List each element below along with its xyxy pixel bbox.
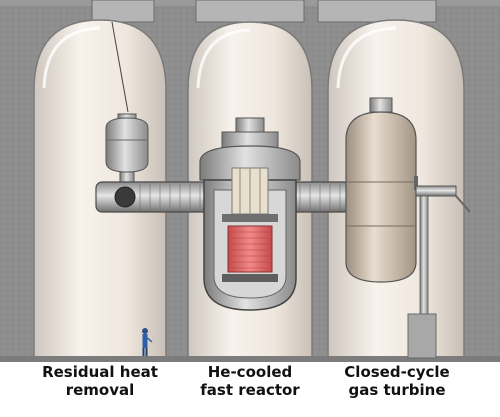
label-closed-cycle-gas-turbine: Closed-cycle gas turbine: [322, 363, 472, 399]
label-closed-cycle-gas-turbine-line2: gas turbine: [348, 381, 446, 399]
gas-turbine-vessel: [345, 97, 418, 283]
label-residual-heat-removal-line2: removal: [65, 381, 135, 399]
roof-shaft-center: [195, 0, 305, 23]
human-scale-figure: [142, 328, 153, 356]
center-dome-highlight: [196, 28, 251, 89]
residual-heat-exchanger: [105, 113, 149, 191]
label-he-cooled-fast-reactor: He-cooled fast reactor: [175, 363, 325, 399]
label-band: [0, 362, 500, 417]
turbine-support-pier: [407, 313, 437, 359]
reactor-core: [227, 225, 273, 273]
roof-shaft-right: [317, 0, 437, 23]
roof-shaft-left: [91, 0, 155, 23]
label-he-cooled-fast-reactor-line2: fast reactor: [200, 381, 300, 399]
label-residual-heat-removal-line1: Residual heat: [42, 363, 158, 381]
label-he-cooled-fast-reactor-line1: He-cooled: [207, 363, 293, 381]
core-support-plate: [222, 274, 278, 282]
core-fuel-rows: [228, 231, 272, 269]
label-residual-heat-removal: Residual heat removal: [25, 363, 175, 399]
right-dome-highlight: [336, 26, 397, 89]
hoist-cable: [111, 21, 129, 113]
basement-floor: [0, 356, 500, 362]
label-closed-cycle-gas-turbine-line1: Closed-cycle: [344, 363, 450, 381]
left-dome-highlight: [42, 26, 101, 89]
